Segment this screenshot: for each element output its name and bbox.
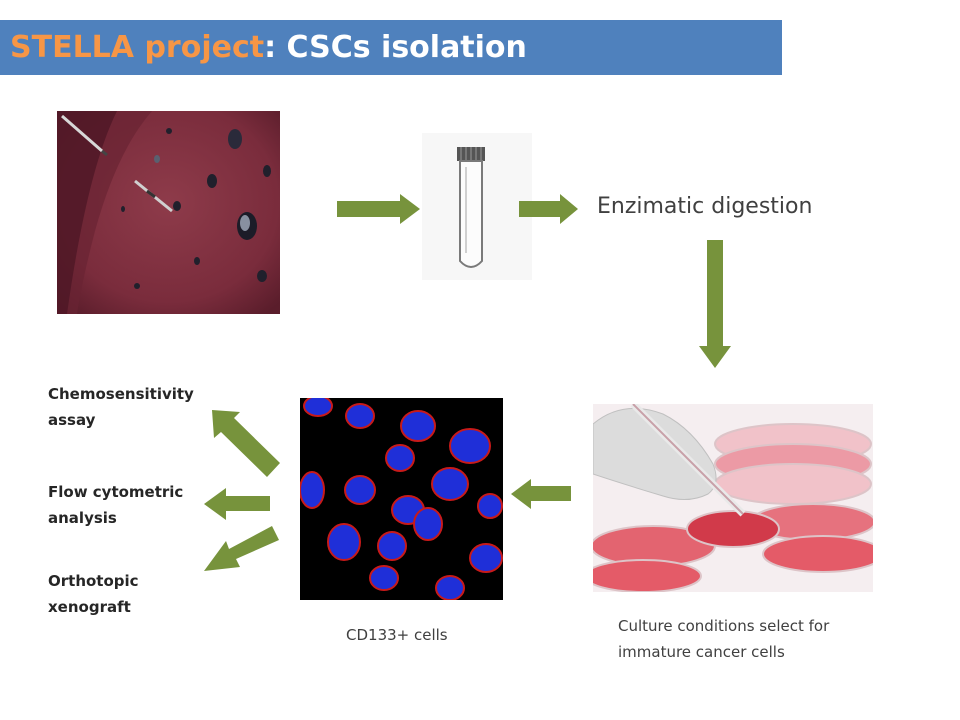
cd133-cells-caption: CD133+ cells xyxy=(346,626,448,644)
test-tube-image xyxy=(422,133,532,280)
slide-title: STELLA project: CSCs isolation xyxy=(10,30,527,65)
outcome-line1: Chemosensitivity xyxy=(48,385,194,403)
arrow-right-1 xyxy=(337,194,420,224)
outcome-line1: Flow cytometric xyxy=(48,483,184,501)
arrow-left-mid xyxy=(204,488,270,520)
outcome-orthotopic: Orthotopic xenograft xyxy=(48,568,208,620)
outcome-flow-cytometric: Flow cytometric analysis xyxy=(48,479,208,531)
title-bar: STELLA project: CSCs isolation xyxy=(0,20,782,75)
outcome-chemosensitivity: Chemosensitivity assay xyxy=(48,381,208,433)
culture-conditions-label: Culture conditions select for immature c… xyxy=(618,613,898,665)
liver-tissue-image xyxy=(57,111,280,314)
outcome-line1: Orthotopic xyxy=(48,572,139,590)
arrow-up-left xyxy=(212,410,280,477)
culture-label-line1: Culture conditions select for xyxy=(618,617,830,635)
fluorescent-cells-image xyxy=(300,398,503,600)
petri-dish-culture-image xyxy=(593,404,873,592)
title-accent: STELLA project xyxy=(10,30,265,65)
outcome-line2: xenograft xyxy=(48,598,131,616)
culture-label-line2: immature cancer cells xyxy=(618,643,785,661)
arrow-right-2 xyxy=(519,194,578,224)
title-rest: : CSCs isolation xyxy=(264,30,527,65)
enzimatic-digestion-label: Enzimatic digestion xyxy=(597,194,813,219)
arrow-down xyxy=(699,240,731,368)
outcome-line2: assay xyxy=(48,411,96,429)
outcome-line2: analysis xyxy=(48,509,117,527)
arrow-left-cells xyxy=(511,479,571,509)
arrow-down-left xyxy=(204,526,279,571)
